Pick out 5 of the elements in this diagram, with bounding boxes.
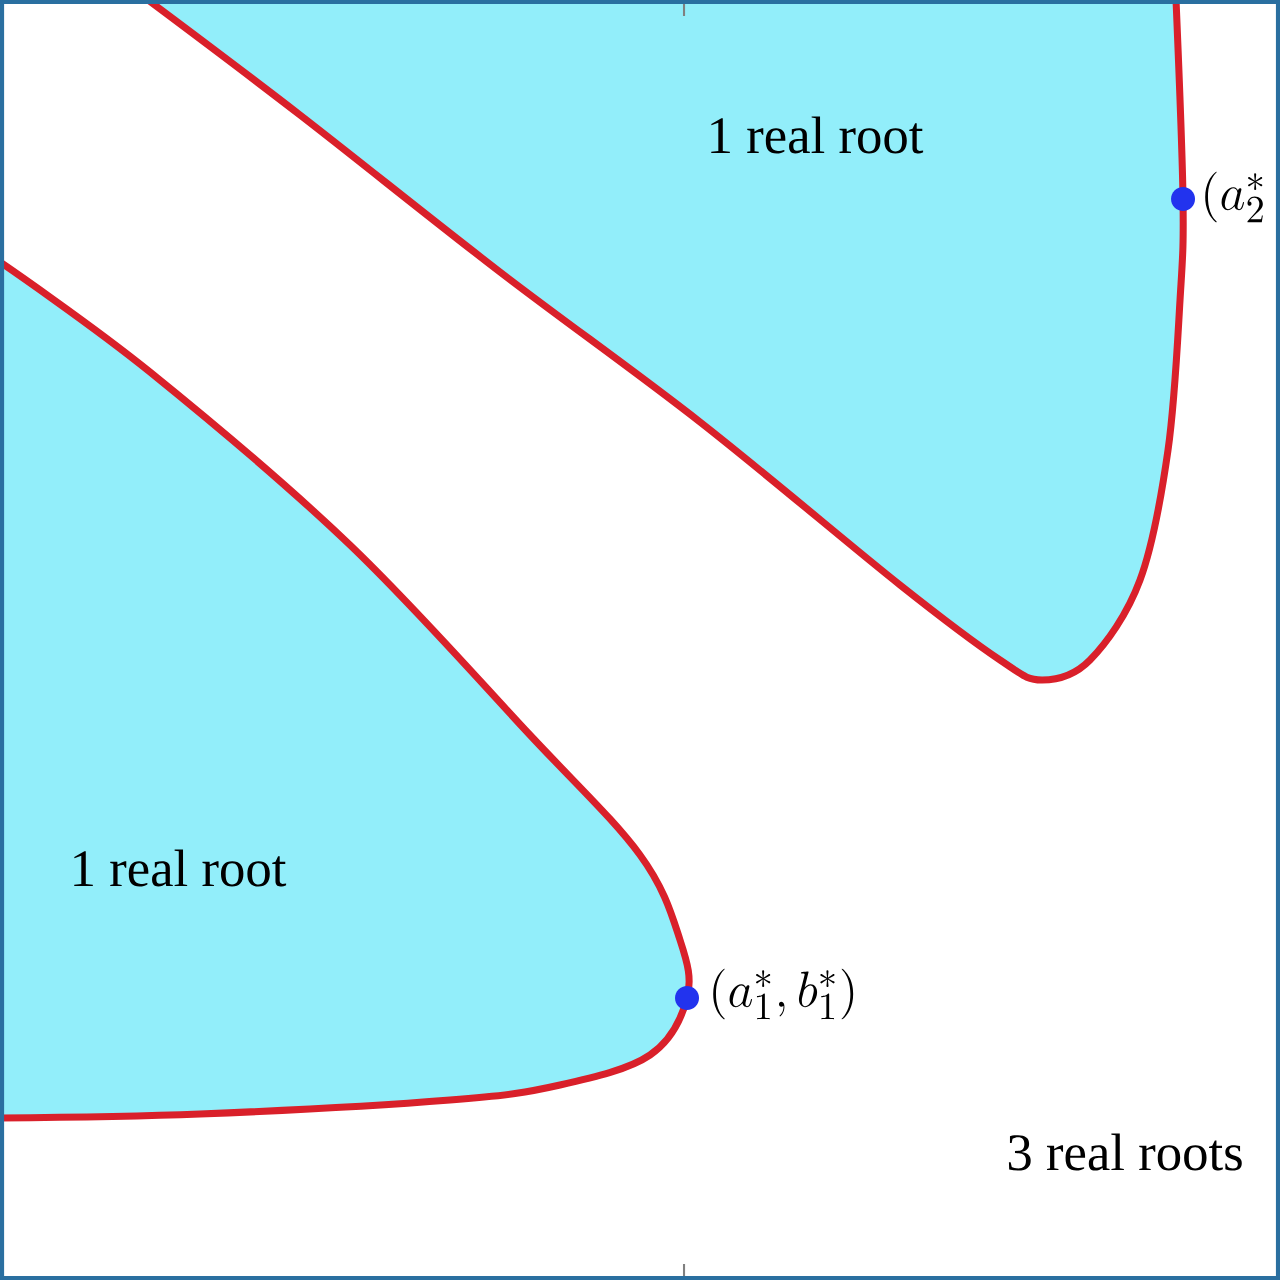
point-label: $(a_1^*, b_1^*)$ <box>713 968 854 1020</box>
point-label: $(a_2^*$ <box>1205 171 1263 223</box>
region-label: 1 real root <box>711 116 924 154</box>
region-label: 1 real root <box>74 849 287 887</box>
region-label: 3 real roots <box>1008 1133 1242 1171</box>
